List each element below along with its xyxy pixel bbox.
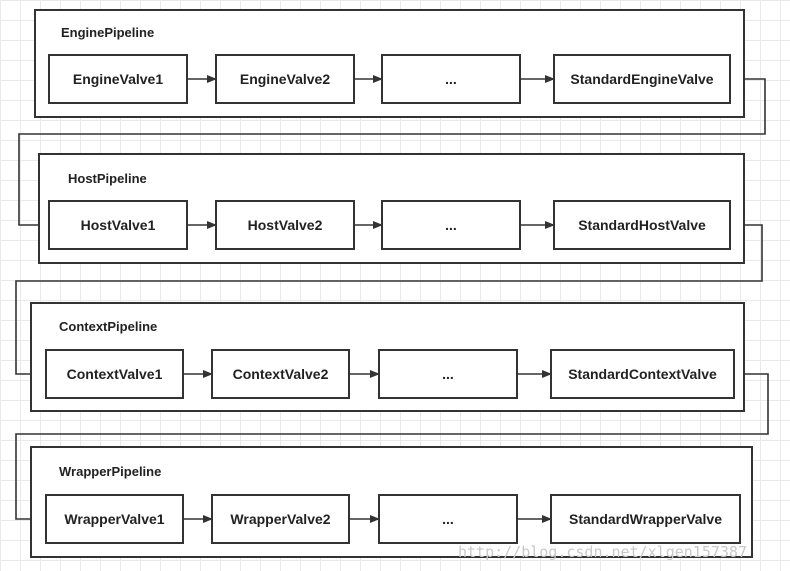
valve-box-standardwrappervalve xyxy=(550,494,741,544)
valve-box-contextvalve2 xyxy=(211,349,350,399)
valve-box-hostvalve1 xyxy=(48,200,188,250)
valve-label: ... xyxy=(442,366,454,382)
valve-box-enginevalve1 xyxy=(48,54,188,104)
pipeline-link-arrow xyxy=(18,78,766,229)
valve-label: ContextValve1 xyxy=(67,366,163,382)
valve-box-ellipsis xyxy=(378,349,518,399)
valve-label: ... xyxy=(442,511,454,527)
valve-label: StandardHostValve xyxy=(578,217,706,233)
pipeline-link-arrow xyxy=(15,373,769,523)
valve-label: ... xyxy=(445,71,457,87)
valve-box-standardcontextvalve xyxy=(550,349,735,399)
valve-label: StandardContextValve xyxy=(568,366,717,382)
valve-label: EngineValve2 xyxy=(240,71,330,87)
valve-box-enginevalve2 xyxy=(215,54,355,104)
connector-layer xyxy=(15,78,769,523)
valve-box-standardhostvalve xyxy=(553,200,731,250)
valve-label: WrapperValve2 xyxy=(230,511,330,527)
valve-label: StandardWrapperValve xyxy=(569,511,722,527)
pipeline-title: HostPipeline xyxy=(68,171,147,186)
valve-box-standardenginevalve xyxy=(553,54,731,104)
watermark: http://blog.csdn.net/xlgen157387 xyxy=(458,543,747,561)
pipeline-link-arrow xyxy=(15,224,763,378)
valve-label: WrapperValve1 xyxy=(64,511,164,527)
valve-label: HostValve1 xyxy=(81,217,156,233)
valve-label: EngineValve1 xyxy=(73,71,163,87)
valve-label: StandardEngineValve xyxy=(570,71,713,87)
pipeline-title: WrapperPipeline xyxy=(59,464,161,479)
valve-label: HostValve2 xyxy=(248,217,323,233)
valve-box-wrappervalve1 xyxy=(45,494,184,544)
valve-box-wrappervalve2 xyxy=(211,494,350,544)
valve-label: ContextValve2 xyxy=(233,366,329,382)
valve-box-ellipsis xyxy=(381,200,521,250)
pipeline-title: EnginePipeline xyxy=(61,25,154,40)
pipeline-title: ContextPipeline xyxy=(59,319,157,334)
valve-label: ... xyxy=(445,217,457,233)
